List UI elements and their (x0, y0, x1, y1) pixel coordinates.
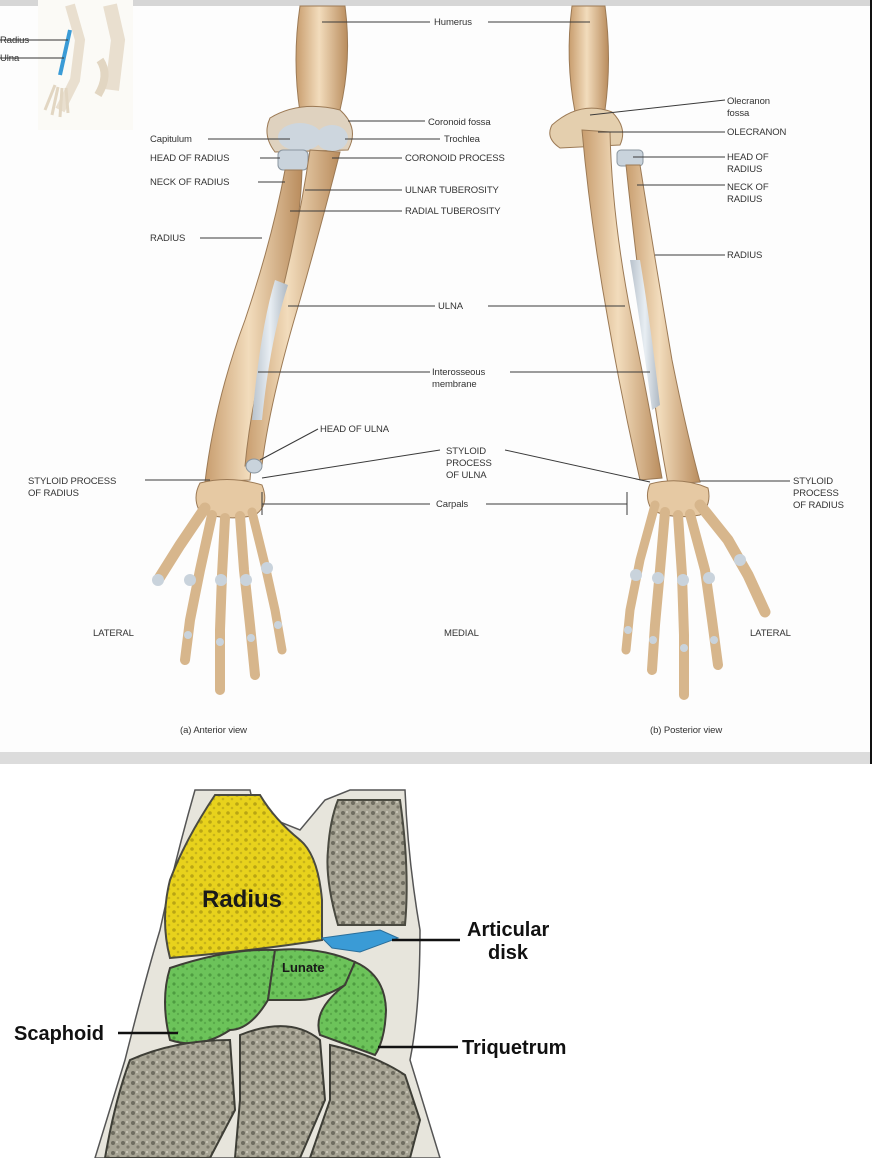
forearm-figure-panel (0, 0, 870, 752)
label-trochlea: Trochlea (444, 134, 481, 145)
caption-anterior: (a) Anterior view (180, 725, 247, 736)
wrist-label-lunate: Lunate (282, 960, 325, 975)
label-lateral-left: LATERAL (93, 628, 134, 639)
label-head-of-ulna: HEAD OF ULNA (320, 424, 390, 435)
label-humerus: Humerus (434, 17, 472, 28)
label-head-of-radius: HEAD OF RADIUS (150, 153, 229, 164)
posterior-forearm (549, 5, 771, 700)
anterior-forearm (152, 5, 353, 695)
label-olecranon: OLECRANON (727, 127, 787, 138)
wrist-label-triquetrum: Triquetrum (462, 1037, 566, 1059)
label-olecranon-fossa-2: fossa (727, 108, 750, 119)
inset-skeleton: Radius Ulna (0, 0, 133, 130)
posterior-labels: Olecranon fossa OLECRANON HEAD OF RADIUS… (650, 96, 844, 736)
label-post-head-radius-1: HEAD OF (727, 152, 769, 163)
label-styloid-ulna-1: STYLOID (446, 446, 486, 457)
wrist-label-scaphoid: Scaphoid (14, 1023, 104, 1045)
label-post-radius: RADIUS (727, 250, 762, 261)
inset-radius-label: Radius (0, 35, 29, 46)
right-divider (870, 0, 872, 775)
label-interosseous-2: membrane (432, 379, 477, 390)
label-post-styloid-2: PROCESS (793, 488, 839, 499)
label-post-head-radius-2: RADIUS (727, 164, 762, 175)
wrist-section: Radius Lunate Articular disk Scaphoid Tr… (14, 789, 566, 1158)
label-interosseous-1: Interosseous (432, 367, 486, 378)
label-post-neck-radius-2: RADIUS (727, 194, 762, 205)
label-ulnar-tuberosity: ULNAR TUBEROSITY (405, 185, 500, 196)
label-coronoid-process: CORONOID PROCESS (405, 153, 505, 164)
label-neck-of-radius: NECK OF RADIUS (150, 177, 229, 188)
label-styloid-ulna-2: PROCESS (446, 458, 492, 469)
wrist-label-articular-2: disk (488, 942, 529, 964)
label-post-styloid-1: STYLOID (793, 476, 833, 487)
caption-posterior: (b) Posterior view (650, 725, 722, 736)
label-radius: RADIUS (150, 233, 185, 244)
inset-ulna-label: Ulna (0, 53, 20, 64)
label-medial: MEDIAL (444, 628, 479, 639)
label-olecranon-fossa-1: Olecranon (727, 96, 770, 107)
label-post-neck-radius-1: NECK OF (727, 182, 769, 193)
label-styloid-ulna-3: OF ULNA (446, 470, 487, 481)
label-styloid-radius-2: OF RADIUS (28, 488, 79, 499)
label-styloid-radius-1: STYLOID PROCESS (28, 476, 116, 487)
panel-separator (0, 752, 870, 764)
label-capitulum: Capitulum (150, 134, 192, 145)
label-carpals: Carpals (436, 499, 468, 510)
label-ulna: ULNA (438, 301, 464, 312)
anterior-labels: Humerus Coronoid fossa Capitulum Trochle… (28, 17, 505, 736)
wrist-label-articular-1: Articular (467, 919, 549, 941)
label-radial-tuberosity: RADIAL TUBEROSITY (405, 206, 501, 217)
leader-lines (145, 21, 790, 515)
label-post-styloid-3: OF RADIUS (793, 500, 844, 511)
label-coronoid-fossa: Coronoid fossa (428, 117, 491, 128)
label-lateral-right: LATERAL (750, 628, 791, 639)
top-border (0, 0, 870, 6)
wrist-label-radius: Radius (202, 886, 282, 913)
